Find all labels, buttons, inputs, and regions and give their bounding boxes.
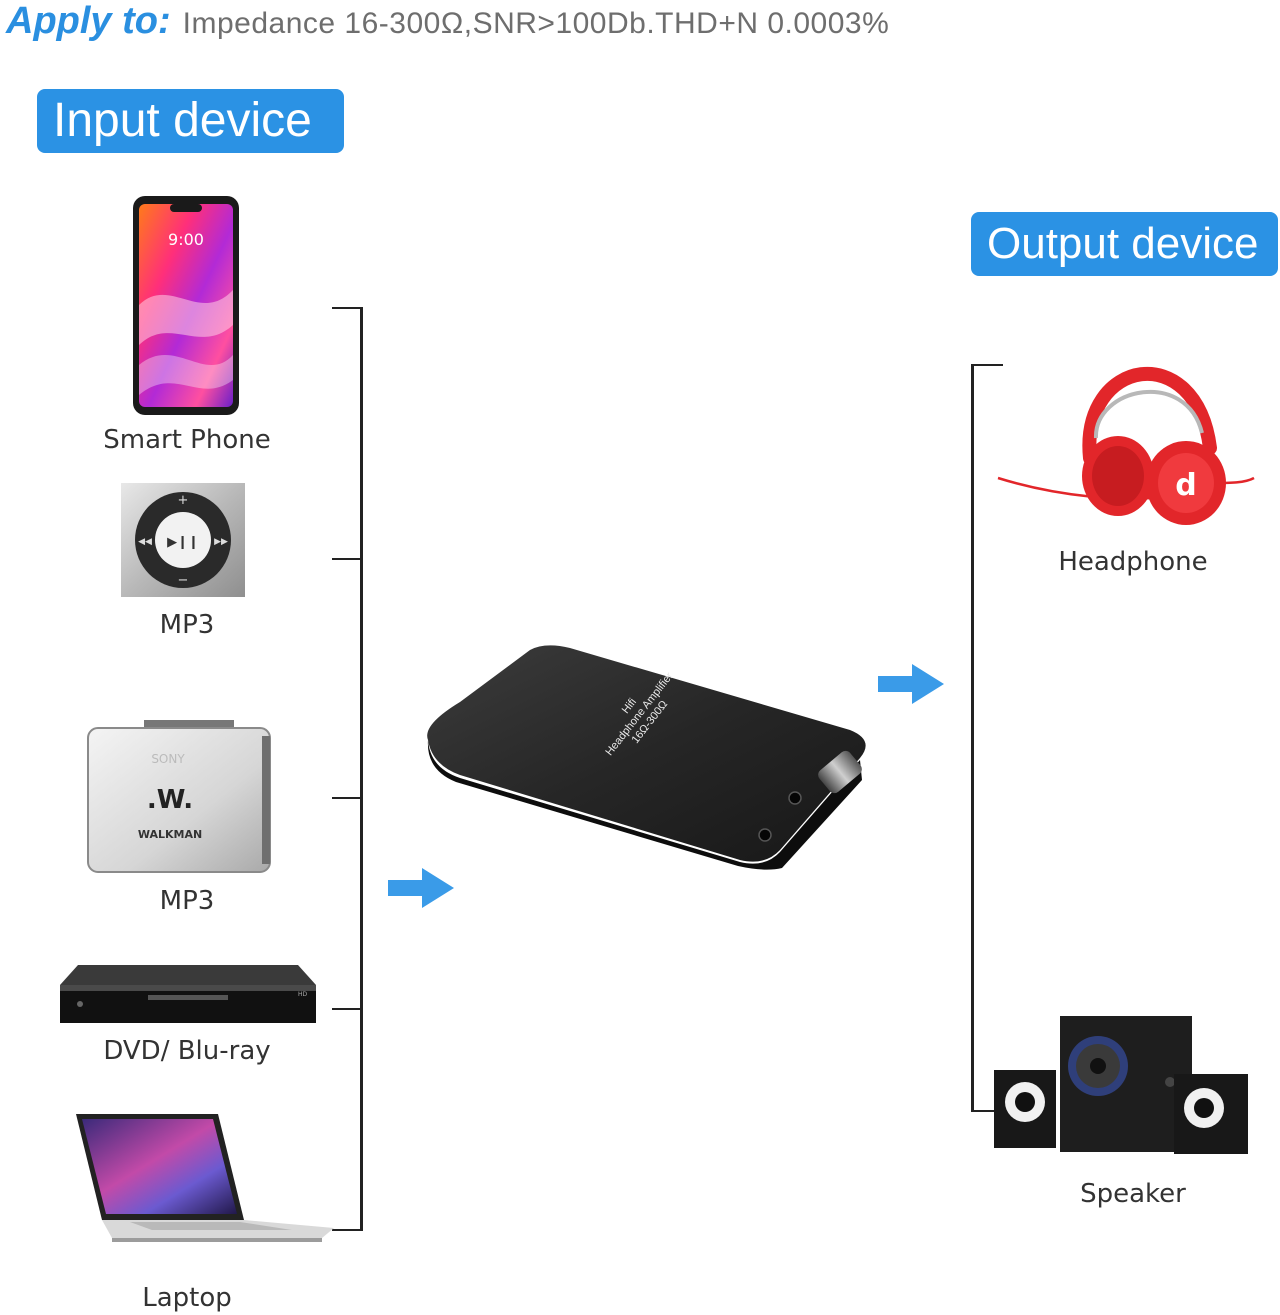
- arrow-right-icon: [876, 662, 946, 706]
- dvd-player-icon: HD: [58, 963, 318, 1025]
- input-connector-tick-mp3: [332, 558, 362, 560]
- input-device-badge: Input device: [37, 89, 344, 153]
- output-connector-tick-headphone: [971, 364, 1003, 366]
- svg-text:9:00: 9:00: [168, 230, 204, 249]
- laptop-icon: [72, 1112, 336, 1244]
- device-label-walkman: MP3: [159, 886, 215, 916]
- headphone-amplifier-image: Hifi Headphone Amplifier 16Ω-300Ω: [420, 640, 890, 870]
- svg-text:WALKMAN: WALKMAN: [138, 828, 202, 841]
- input-connector-tick-walkman: [332, 797, 362, 799]
- output-device-badge: Output device: [971, 212, 1278, 276]
- input-connector-tick-phone: [332, 307, 362, 309]
- svg-text:.W.: .W.: [147, 785, 193, 815]
- mp3-player-icon: ▶❙❙ + − ◀◀ ▶▶: [120, 482, 246, 598]
- input-connector-tick-laptop: [332, 1229, 362, 1231]
- device-label-laptop: Laptop: [142, 1283, 232, 1313]
- speaker-icon: [992, 1012, 1254, 1158]
- smartphone-icon: 9:00: [130, 195, 242, 417]
- svg-text:d: d: [1175, 468, 1196, 503]
- cassette-walkman-icon: SONY .W. WALKMAN: [86, 716, 272, 874]
- svg-text:−: −: [178, 573, 189, 588]
- spec-line: Apply to: Impedance 16-300Ω,SNR>100Db.TH…: [6, 0, 889, 44]
- svg-text:HD: HD: [298, 991, 308, 998]
- device-label-mp3: MP3: [159, 610, 215, 640]
- input-connector-tick-dvd: [332, 1008, 362, 1010]
- svg-text:▶▶: ▶▶: [214, 537, 228, 547]
- arrow-right-icon: [386, 866, 456, 910]
- svg-text:▶❙❙: ▶❙❙: [167, 535, 199, 550]
- device-label-headphone: Headphone: [1058, 547, 1208, 577]
- device-label-smartphone: Smart Phone: [103, 425, 271, 455]
- device-label-dvd: DVD/ Blu-ray: [103, 1036, 271, 1066]
- input-connector-vertical: [360, 307, 363, 1231]
- svg-text:◀◀: ◀◀: [138, 537, 152, 547]
- device-label-speaker: Speaker: [1080, 1179, 1186, 1209]
- spec-text: Impedance 16-300Ω,SNR>100Db.THD+N 0.0003…: [182, 7, 890, 40]
- apply-label: Apply to:: [6, 0, 171, 42]
- svg-text:SONY: SONY: [151, 752, 185, 766]
- output-connector-tick-speaker: [971, 1110, 1003, 1112]
- svg-text:+: +: [178, 493, 189, 508]
- output-connector-vertical: [971, 364, 974, 1112]
- headphone-icon: d: [996, 328, 1258, 528]
